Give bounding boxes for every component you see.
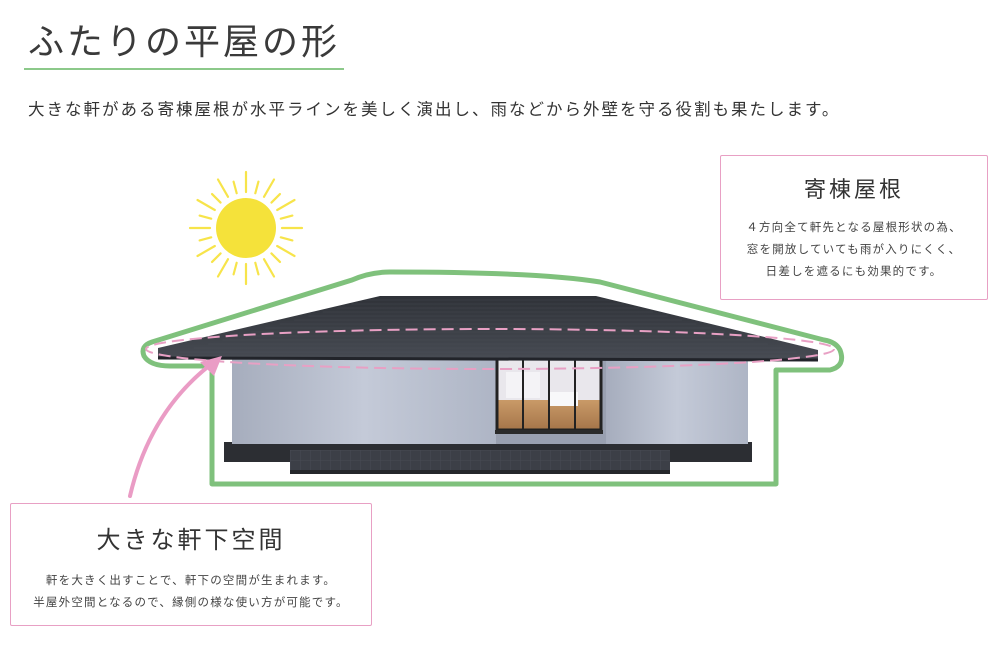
callout-line: 日差しを遮るにも効果的です。	[765, 264, 943, 278]
callout-line: 窓を開放していても雨が入りにくく、	[746, 242, 962, 256]
callout-hip-roof: 寄棟屋根 ４方向全て軒先となる屋根形状の為、 窓を開放していても雨が入りにくく、…	[720, 155, 988, 300]
title-underline	[24, 68, 344, 70]
page-title: ふたりの平屋の形	[28, 22, 341, 63]
arrow-icon	[128, 356, 222, 498]
sliding-window	[495, 354, 603, 434]
callout-text: ４方向全て軒先となる屋根形状の為、 窓を開放していても雨が入りにくく、 日差しを…	[721, 216, 987, 282]
wall-right	[606, 356, 748, 444]
callout-heading: 大きな軒下空間	[96, 526, 286, 554]
callout-text: 軒を大きく出すことで、軒下の空間が生まれます。 半屋外空間となるので、縁側の様な…	[11, 569, 371, 613]
callout-line: 半屋外空間となるので、縁側の様な使い方が可能です。	[33, 595, 349, 609]
sun-icon	[188, 170, 304, 286]
hip-roof	[157, 296, 819, 362]
callout-line: 軒を大きく出すことで、軒下の空間が生まれます。	[45, 573, 337, 587]
lead-text: 大きな軒がある寄棟屋根が水平ラインを美しく演出し、雨などから外壁を守る役割も果た…	[28, 100, 841, 119]
house-outline	[140, 269, 845, 487]
callout-line: ４方向全て軒先となる屋根形状の為、	[746, 220, 962, 234]
wall-left	[232, 356, 496, 444]
eave-highlight	[145, 328, 835, 370]
callout-eaves-space: 大きな軒下空間 軒を大きく出すことで、軒下の空間が生まれます。 半屋外空間となる…	[10, 503, 372, 626]
terrace	[290, 450, 670, 472]
callout-heading: 寄棟屋根	[803, 178, 904, 203]
